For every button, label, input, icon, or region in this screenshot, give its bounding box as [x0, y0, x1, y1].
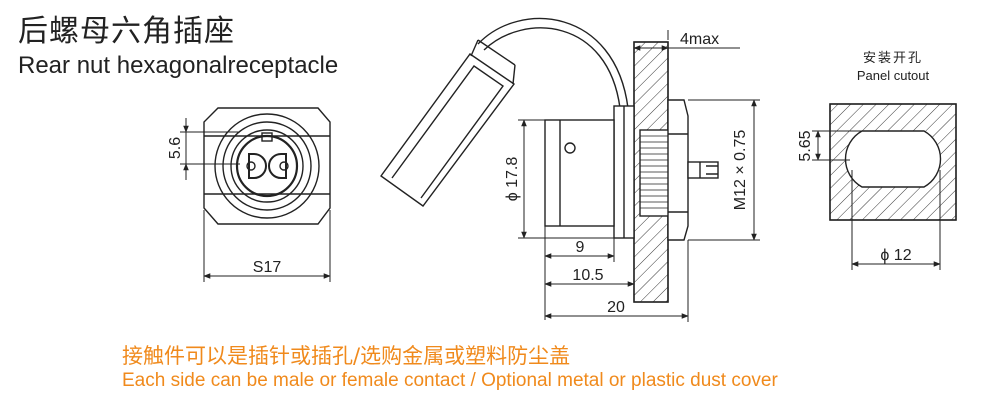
title-chinese: 后螺母六角插座	[18, 14, 235, 49]
rear-contact-pin	[687, 161, 719, 179]
dim-20: 20	[607, 299, 625, 316]
outer-ring	[214, 113, 320, 219]
dim-front-height: 5.6	[167, 137, 184, 159]
title-english: Rear nut hexagonalreceptacle	[18, 52, 339, 79]
rear-hex-nut	[667, 99, 689, 241]
cutout-label-en: Panel cutout	[857, 68, 930, 83]
cutout-hole	[844, 130, 942, 188]
dust-cover	[380, 39, 516, 207]
dim-cutout-diameter: ϕ 12	[880, 247, 911, 264]
panel-cutout	[829, 103, 957, 221]
dim-body-diameter: ϕ 17.8	[504, 157, 521, 202]
side-view	[380, 17, 719, 303]
footer-note-english: Each side can be male or female contact …	[122, 370, 778, 391]
dim-9: 9	[576, 239, 585, 256]
dim-panel-max: 4max	[680, 31, 719, 48]
dim-thread: M12 × 0.75	[732, 130, 749, 211]
contact-left	[248, 153, 267, 179]
receptacle-body	[544, 119, 615, 227]
key-notch	[261, 132, 273, 142]
contact-right	[268, 153, 287, 179]
footer-note-chinese: 接触件可以是插针或插孔/选购金属或塑料防尘盖	[122, 344, 571, 368]
dim-cutout-flat: 5.65	[797, 130, 814, 161]
lanyard	[477, 17, 629, 109]
dim-front-width: S17	[253, 259, 282, 276]
hex-nut-outline	[203, 107, 331, 225]
front-view	[203, 107, 331, 225]
dim-10-5: 10.5	[572, 267, 603, 284]
cutout-label-zh: 安装开孔	[863, 51, 923, 66]
